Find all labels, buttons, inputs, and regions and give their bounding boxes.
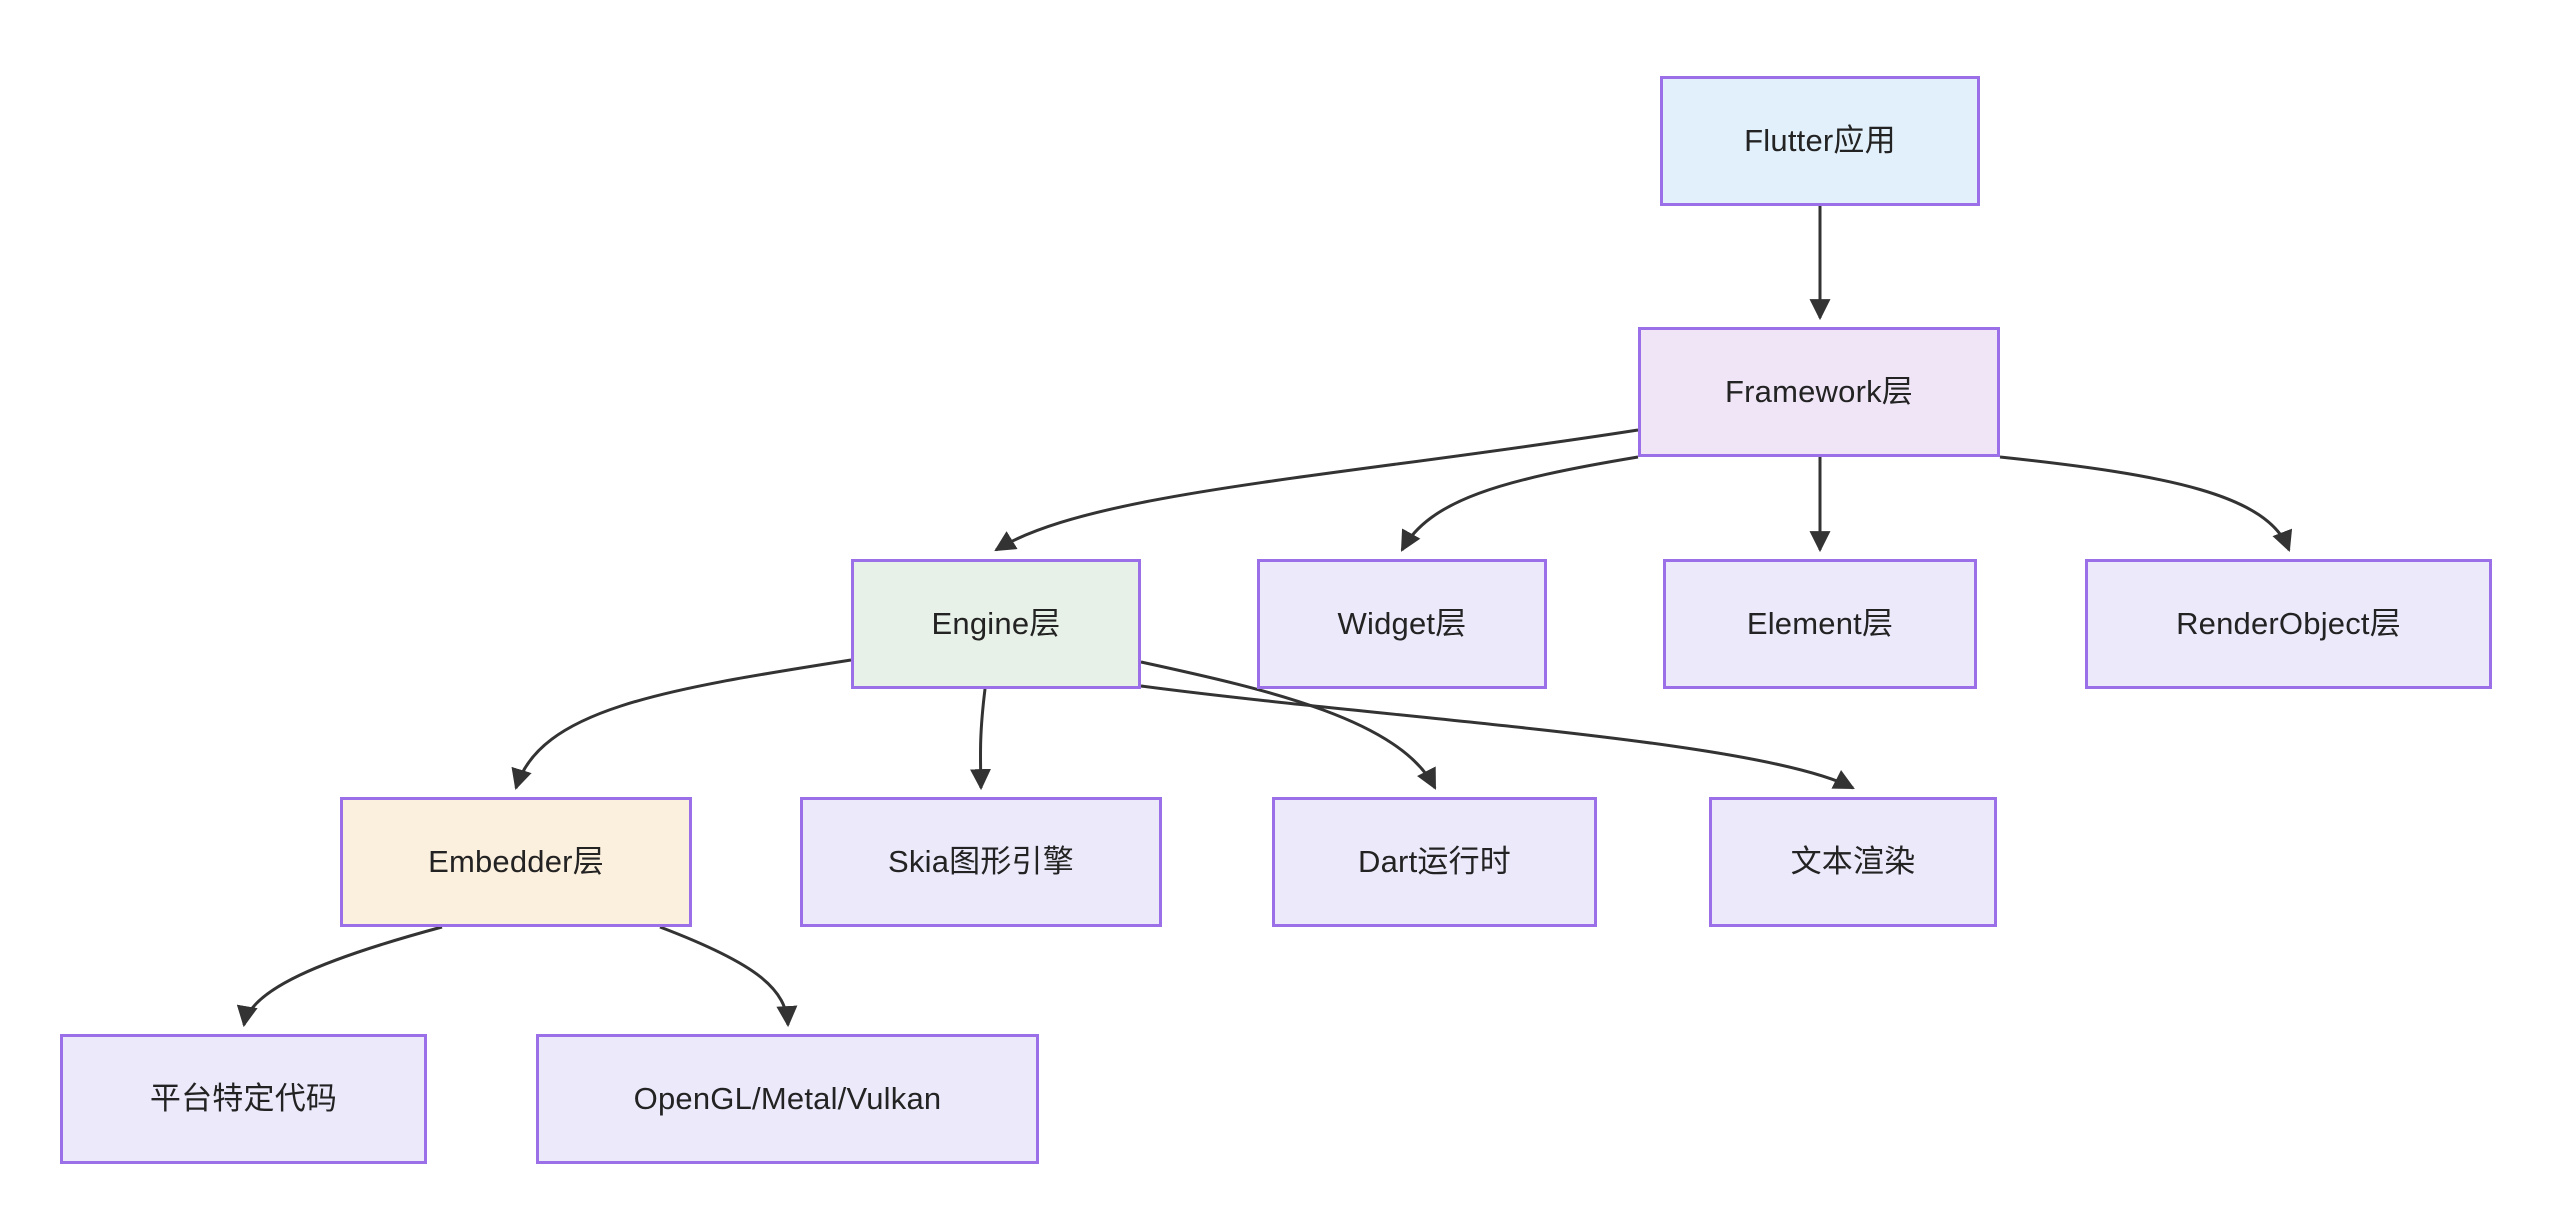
- edge-framework-to-engine: [994, 428, 1639, 552]
- edge-engine-to-text: [1140, 684, 1855, 790]
- node-label-widget: Widget层: [1337, 605, 1467, 641]
- edge-framework-to-render: [1999, 455, 2293, 552]
- node-text[interactable]: 文本渲染: [1709, 797, 1997, 927]
- node-label-skia: Skia图形引擎: [888, 843, 1074, 879]
- node-render[interactable]: RenderObject层: [2085, 559, 2492, 689]
- node-widget[interactable]: Widget层: [1257, 559, 1547, 689]
- edge-embedder-to-platform: [236, 925, 443, 1028]
- node-app[interactable]: Flutter应用: [1660, 76, 1980, 206]
- node-element[interactable]: Element层: [1663, 559, 1977, 689]
- edge-engine-to-skia: [970, 688, 991, 791]
- node-graphics[interactable]: OpenGL/Metal/Vulkan: [536, 1034, 1039, 1164]
- node-skia[interactable]: Skia图形引擎: [800, 797, 1162, 927]
- node-label-dart: Dart运行时: [1358, 843, 1511, 879]
- node-engine[interactable]: Engine层: [851, 559, 1141, 689]
- edge-group: [236, 206, 2293, 1028]
- node-embedder[interactable]: Embedder层: [340, 797, 692, 927]
- node-label-engine: Engine层: [931, 605, 1061, 641]
- edge-engine-to-dart: [1140, 660, 1437, 790]
- edge-framework-to-widget: [1400, 455, 1639, 552]
- node-label-platform: 平台特定代码: [149, 1080, 338, 1116]
- node-framework[interactable]: Framework层: [1638, 327, 2000, 457]
- edge-engine-to-embedder: [511, 658, 852, 791]
- node-dart[interactable]: Dart运行时: [1272, 797, 1597, 927]
- node-label-embedder: Embedder层: [428, 843, 604, 879]
- node-platform[interactable]: 平台特定代码: [60, 1034, 427, 1164]
- node-label-graphics: OpenGL/Metal/Vulkan: [633, 1080, 942, 1116]
- node-label-text: 文本渲染: [1790, 843, 1916, 879]
- node-label-app: Flutter应用: [1744, 122, 1896, 158]
- node-label-framework: Framework层: [1724, 373, 1913, 409]
- node-label-render: RenderObject层: [2176, 605, 2401, 641]
- node-label-element: Element层: [1746, 605, 1894, 641]
- edge-embedder-to-graphics: [659, 925, 798, 1028]
